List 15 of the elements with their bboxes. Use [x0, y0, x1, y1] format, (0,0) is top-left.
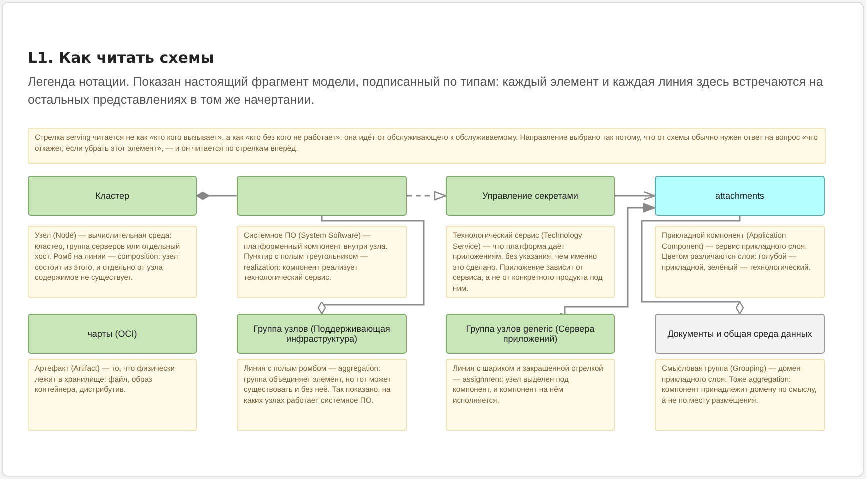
connector [318, 216, 425, 315]
connector [196, 192, 237, 200]
page-title: L1. Как читать схемы [28, 49, 214, 67]
element-box: Группа узлов generic (Сервера приложений) [446, 314, 615, 354]
element-box: Группа узлов (Поддерживающая инфраструктура) [237, 314, 407, 354]
element-box: Кластер [28, 176, 197, 216]
component-box: attachments [655, 176, 825, 216]
connector [615, 191, 656, 201]
element-box: чарты (OCI) [28, 314, 197, 354]
dashed-connector [407, 191, 447, 201]
element-box [237, 176, 407, 216]
connector [641, 216, 744, 315]
element-box: Управление секретами [446, 176, 615, 216]
page-subtitle: Легенда нотации. Показан настоящий фрагмент модели, подписанный по типам: каждый элемент и каждая линия здесь встречаются на остальных представлениях в том же начертании. [28, 74, 824, 109]
grouping-box: Документы и общая среда данных [655, 314, 825, 354]
